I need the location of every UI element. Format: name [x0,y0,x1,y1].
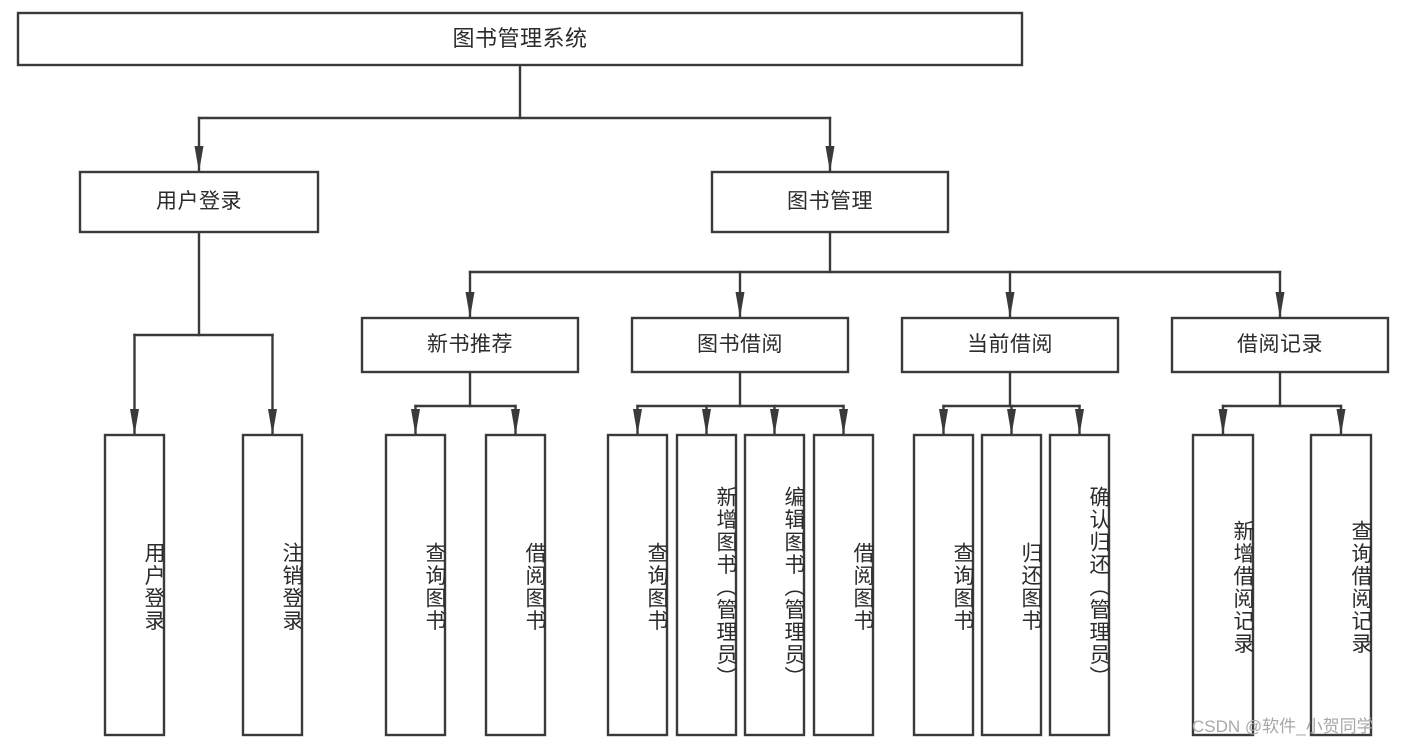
arrow-当前借阅-to-leaf-0 [939,409,948,435]
node-box-level3-3[interactable] [1170,316,1390,374]
node-boxes [16,11,1390,737]
arrow-新书推荐-to-leaf-0 [411,409,420,435]
node-box-level2-0[interactable] [78,170,320,234]
arrow-bookmgmt-to-level3-2 [1005,292,1015,318]
arrow-新书推荐-to-leaf-1 [511,409,520,435]
arrow-图书借阅-to-leaf-2 [770,409,779,435]
arrow-root-to-level2-0 [194,146,204,172]
arrow-bookmgmt-to-level3-0 [465,292,475,318]
arrow-userlogin-to-leaf-0 [130,409,139,435]
node-box-leaf-5[interactable] [675,433,738,737]
arrow-图书借阅-to-leaf-3 [839,409,848,435]
arrow-userlogin-to-leaf-1 [268,409,277,435]
node-box-leaf-6[interactable] [743,433,806,737]
watermark-credit: CSDN @软件_小贺同学 [1192,717,1374,736]
arrow-图书借阅-to-leaf-0 [633,409,642,435]
node-box-level3-1[interactable] [630,316,850,374]
node-box-leaf-1[interactable] [241,433,304,737]
arrow-bookmgmt-to-level3-3 [1275,292,1285,318]
node-box-leaf-9[interactable] [980,433,1043,737]
arrow-当前借阅-to-leaf-1 [1007,409,1016,435]
node-box-root-0[interactable] [16,11,1024,67]
arrow-借阅记录-to-leaf-1 [1336,409,1346,435]
node-box-leaf-2[interactable] [384,433,447,737]
node-box-leaf-12[interactable] [1309,433,1373,737]
node-box-level3-0[interactable] [360,316,580,374]
arrow-heads [130,146,1346,435]
node-box-leaf-3[interactable] [484,433,547,737]
arrow-借阅记录-to-leaf-0 [1218,409,1228,435]
node-box-leaf-0[interactable] [103,433,166,737]
node-box-leaf-4[interactable] [606,433,669,737]
connector-lines [133,63,1343,435]
node-box-leaf-10[interactable] [1048,433,1111,737]
node-box-leaf-7[interactable] [812,433,875,737]
node-box-leaf-8[interactable] [912,433,975,737]
arrow-root-to-level2-1 [825,146,835,172]
node-box-leaf-11[interactable] [1191,433,1255,737]
arrow-图书借阅-to-leaf-1 [702,409,711,435]
arrow-bookmgmt-to-level3-1 [735,292,745,318]
node-box-level2-1[interactable] [710,170,950,234]
node-box-level3-2[interactable] [900,316,1120,374]
arrow-当前借阅-to-leaf-2 [1075,409,1084,435]
